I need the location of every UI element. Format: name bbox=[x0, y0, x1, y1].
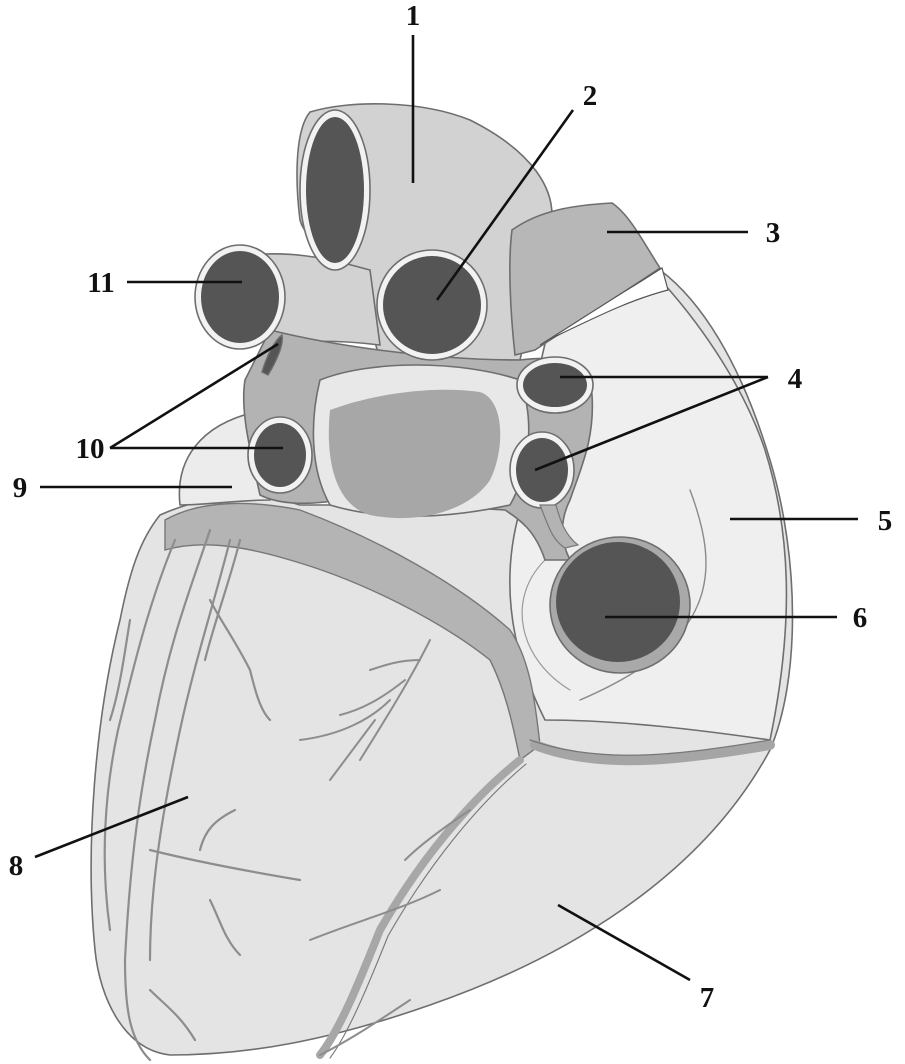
vessel-11-lumen bbox=[201, 251, 279, 343]
label-1: 1 bbox=[406, 0, 421, 32]
label-5: 5 bbox=[878, 505, 893, 537]
pulmonary-trunk-lumen bbox=[306, 117, 364, 263]
leader-7 bbox=[558, 905, 690, 980]
label-4: 4 bbox=[788, 363, 803, 395]
label-11: 11 bbox=[87, 267, 114, 299]
coronary-sinus-opening-lumen bbox=[556, 542, 680, 662]
label-10: 10 bbox=[76, 433, 105, 465]
label-9: 9 bbox=[13, 472, 28, 504]
vena-lumen-10 bbox=[254, 423, 306, 487]
label-8: 8 bbox=[9, 850, 24, 882]
label-6: 6 bbox=[853, 602, 868, 634]
pulmonary-vein-upper-lumen bbox=[523, 363, 587, 407]
label-7: 7 bbox=[700, 982, 715, 1014]
aortic-lumen bbox=[383, 256, 481, 354]
pulmonary-vein-lower-lumen bbox=[516, 438, 568, 502]
label-3: 3 bbox=[766, 217, 781, 249]
label-2: 2 bbox=[583, 80, 598, 112]
